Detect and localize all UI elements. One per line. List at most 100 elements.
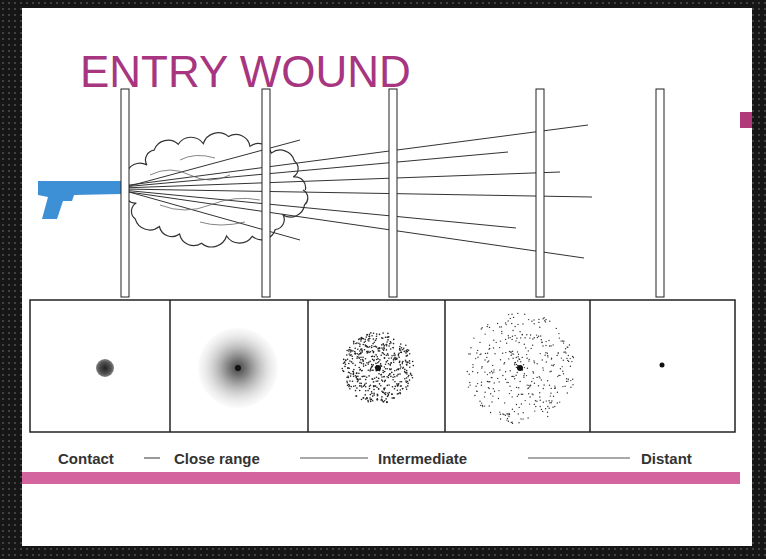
stipple-dot <box>525 400 526 401</box>
stipple-dot <box>404 351 406 353</box>
stipple-dot <box>522 394 523 395</box>
stipple-dot <box>363 344 365 346</box>
stipple-dot <box>547 412 548 413</box>
stipple-dot <box>488 387 489 388</box>
stipple-dot <box>541 409 542 410</box>
stipple-dot <box>505 339 506 340</box>
stipple-dot <box>510 370 511 371</box>
stipple-dot <box>399 381 401 383</box>
stipple-dot <box>363 360 365 362</box>
stipple-dot <box>343 363 345 365</box>
stipple-dot <box>362 359 364 361</box>
stipple-dot <box>480 353 481 354</box>
stipple-dot <box>508 320 509 321</box>
stipple-dot <box>560 340 561 341</box>
stipple-dot <box>384 358 386 360</box>
stipple-dot <box>393 347 395 349</box>
stipple-dot <box>494 391 495 392</box>
stipple-dot <box>539 392 540 393</box>
stipple-dot <box>356 387 358 389</box>
stipple-dot <box>511 323 512 324</box>
stipple-dot <box>516 364 517 365</box>
stipple-dot <box>399 361 401 363</box>
stipple-dot <box>369 336 371 338</box>
stipple-dot <box>411 375 413 377</box>
stipple-dot <box>373 389 375 391</box>
stipple-dot <box>342 370 344 372</box>
stipple-dot <box>355 390 357 392</box>
stipple-dot <box>511 314 512 315</box>
stipple-dot <box>373 359 375 361</box>
stipple-dot <box>515 375 516 376</box>
stipple-dot <box>349 388 351 390</box>
stipple-dot <box>493 330 494 331</box>
stipple-dot <box>551 388 552 389</box>
stipple-dot <box>489 388 490 389</box>
stipple-dot <box>401 352 403 354</box>
stipple-dot <box>394 388 396 390</box>
stipple-dot <box>397 384 399 386</box>
stipple-dot <box>514 364 515 365</box>
stipple-dot <box>369 397 371 399</box>
stipple-dot <box>405 380 407 382</box>
stipple-dot <box>372 378 374 380</box>
stipple-dot <box>475 386 476 387</box>
stipple-dot <box>524 373 525 374</box>
stipple-dot <box>397 393 399 395</box>
stipple-dot <box>551 365 552 366</box>
pattern-boxes <box>30 300 735 432</box>
stipple-dot <box>391 372 393 374</box>
stipple-dot <box>382 400 384 402</box>
stipple-dot <box>407 362 409 364</box>
stipple-dot <box>412 377 414 379</box>
stipple-dot <box>509 386 510 387</box>
stipple-dot <box>479 354 480 355</box>
range-label: Close range <box>172 451 262 466</box>
stipple-dot <box>524 337 525 338</box>
stipple-dot <box>363 365 365 367</box>
stipple-dot <box>481 328 482 329</box>
stipple-dot <box>562 366 563 367</box>
stipple-dot <box>392 386 394 388</box>
stipple-dot <box>479 401 480 402</box>
stipple-dot <box>377 380 379 382</box>
stipple-dot <box>376 333 378 335</box>
stipple-dot <box>389 373 391 375</box>
stipple-dot <box>549 408 550 409</box>
stipple-dot <box>511 355 512 356</box>
stipple-dot <box>387 336 389 338</box>
stipple-dot <box>376 399 378 401</box>
stipple-dot <box>527 384 528 385</box>
stipple-dot <box>518 387 519 388</box>
stipple-dot <box>548 400 549 401</box>
stipple-dot <box>508 382 509 383</box>
stipple-dot <box>366 397 368 399</box>
stipple-dot <box>391 362 393 364</box>
stipple-dot <box>487 353 488 354</box>
stipple-dot <box>499 326 500 327</box>
stipple-dot <box>349 347 351 349</box>
stipple-dot <box>505 322 506 323</box>
stipple-dot <box>353 371 355 373</box>
stipple-dot <box>359 362 361 364</box>
stipple-dot <box>562 371 563 372</box>
stipple-dot <box>468 353 469 354</box>
stipple-dot <box>493 371 494 372</box>
stipple-dot <box>487 361 488 362</box>
stipple-dot <box>375 363 377 365</box>
stipple-dot <box>385 344 387 346</box>
stipple-dot <box>505 352 506 353</box>
stipple-dot <box>365 390 367 392</box>
stipple-dot <box>513 353 514 354</box>
stipple-dot <box>477 357 478 358</box>
stipple-dot <box>383 376 385 378</box>
stipple-dot <box>561 357 562 358</box>
stipple-dot <box>380 374 382 376</box>
stipple-dot <box>567 392 568 393</box>
stipple-dot <box>350 351 352 353</box>
stippling-sparse <box>467 313 575 424</box>
stipple-dot <box>371 366 373 368</box>
stipple-dot <box>470 353 471 354</box>
stipple-dot <box>538 336 539 337</box>
stipple-dot <box>354 348 356 350</box>
